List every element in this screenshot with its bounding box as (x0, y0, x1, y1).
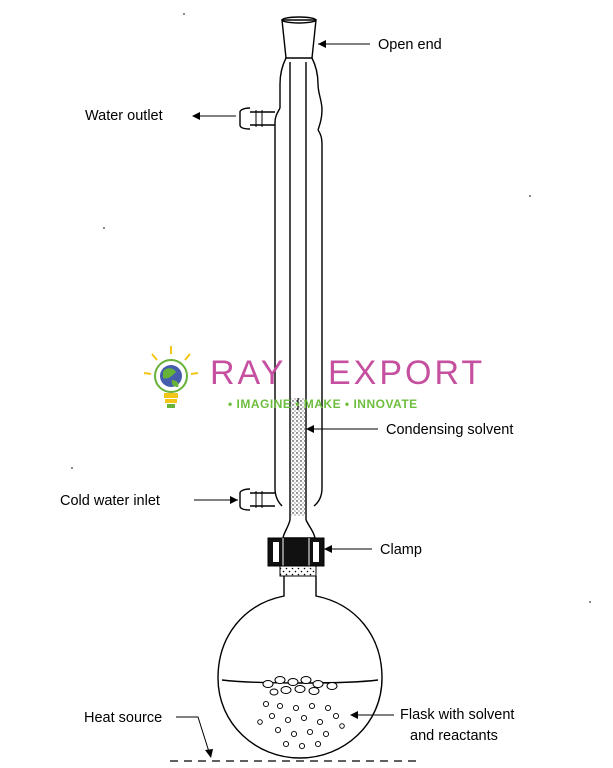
condensing-solvent-fill (291, 398, 305, 516)
condensing-solvent-label: Condensing solvent (386, 422, 513, 438)
surface-bubbles (262, 676, 338, 696)
flask-label-line1: Flask with solvent (400, 707, 514, 723)
label-cold-water-inlet: Cold water inlet (60, 493, 238, 509)
label-heat-source: Heat source (84, 710, 213, 758)
scan-specks (71, 13, 591, 603)
watermark-brand-part2: EXPORT (328, 354, 485, 392)
label-open-end: Open end (318, 37, 442, 53)
water-outlet-tube (239, 107, 275, 130)
heat-source-label: Heat source (84, 710, 162, 726)
cold-water-inlet-tube (239, 488, 275, 511)
label-flask: Flask with solvent and reactants (350, 707, 514, 744)
watermark-tagline: • IMAGINE • MAKE • INNOVATE (228, 397, 418, 411)
open-end-label: Open end (378, 37, 442, 53)
flask-label-line2: and reactants (410, 728, 498, 744)
watermark-brand-part1: RAY (210, 354, 286, 392)
clamp (267, 537, 325, 577)
clamp-label: Clamp (380, 542, 422, 558)
light-bulb-globe-logo-icon (143, 346, 199, 408)
liquid-bubbles (257, 700, 345, 750)
label-water-outlet: Water outlet (85, 108, 236, 124)
label-condensing-solvent: Condensing solvent (306, 422, 513, 438)
cold-water-inlet-label: Cold water inlet (60, 493, 160, 509)
ray-export-watermark: RAY EXPORT • IMAGINE • MAKE • INNOVATE (143, 346, 485, 411)
round-bottom-flask (217, 576, 383, 759)
open-end-joint (281, 16, 317, 59)
label-clamp: Clamp (324, 542, 422, 558)
condenser (239, 16, 323, 539)
water-outlet-label: Water outlet (85, 108, 163, 124)
